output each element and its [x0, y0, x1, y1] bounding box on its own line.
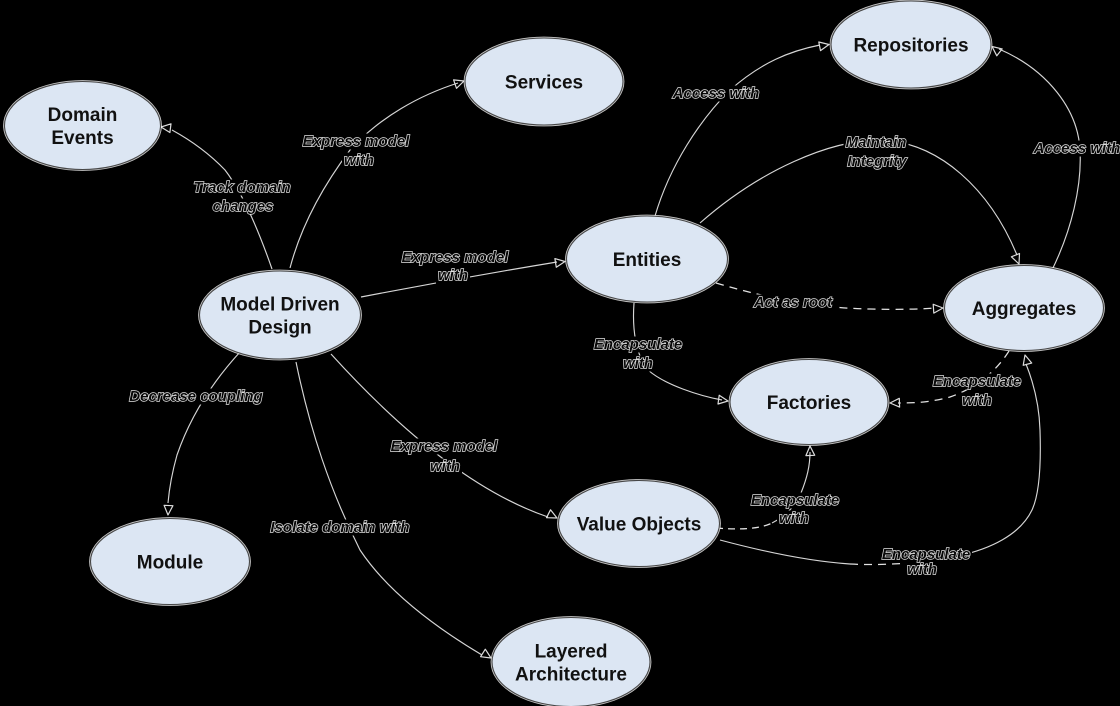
svg-text:with: with: [779, 510, 809, 527]
svg-text:Factories: Factories: [767, 393, 851, 414]
svg-text:with: with: [962, 392, 992, 409]
svg-text:Encapsulate: Encapsulate: [933, 373, 1021, 390]
svg-text:Maintain: Maintain: [846, 134, 907, 151]
svg-text:Design: Design: [248, 318, 311, 339]
svg-text:with: with: [438, 267, 468, 284]
svg-text:Model Driven: Model Driven: [220, 295, 339, 316]
svg-text:Events: Events: [51, 128, 113, 149]
svg-text:Encapsulate: Encapsulate: [594, 336, 682, 353]
svg-text:Domain: Domain: [48, 105, 118, 126]
svg-text:Express model: Express model: [402, 249, 510, 266]
svg-text:Value Objects: Value Objects: [577, 515, 702, 536]
svg-text:Isolate domain with: Isolate domain with: [270, 519, 409, 536]
svg-text:Layered: Layered: [535, 642, 608, 663]
svg-text:Integrity: Integrity: [847, 153, 907, 170]
svg-text:Act as root: Act as root: [753, 294, 833, 311]
svg-text:Aggregates: Aggregates: [972, 299, 1077, 320]
svg-text:Express model: Express model: [303, 133, 411, 150]
svg-text:Access with: Access with: [672, 85, 760, 102]
svg-text:Repositories: Repositories: [853, 36, 968, 57]
svg-text:with: with: [623, 355, 653, 372]
svg-text:Express model: Express model: [391, 438, 499, 455]
svg-text:Decrease coupling: Decrease coupling: [129, 388, 262, 405]
svg-text:Services: Services: [505, 73, 583, 94]
svg-text:Architecture: Architecture: [515, 665, 627, 686]
svg-text:Track domain: Track domain: [193, 179, 290, 196]
svg-text:Entities: Entities: [613, 250, 682, 271]
svg-text:Access with: Access with: [1033, 140, 1120, 157]
svg-text:with: with: [430, 458, 460, 475]
svg-text:Encapsulate: Encapsulate: [751, 492, 839, 509]
svg-text:Module: Module: [137, 553, 204, 574]
svg-text:Encapsulate: Encapsulate: [882, 546, 970, 563]
svg-text:changes: changes: [213, 198, 274, 215]
svg-text:with: with: [344, 152, 374, 169]
svg-text:with: with: [907, 561, 937, 578]
